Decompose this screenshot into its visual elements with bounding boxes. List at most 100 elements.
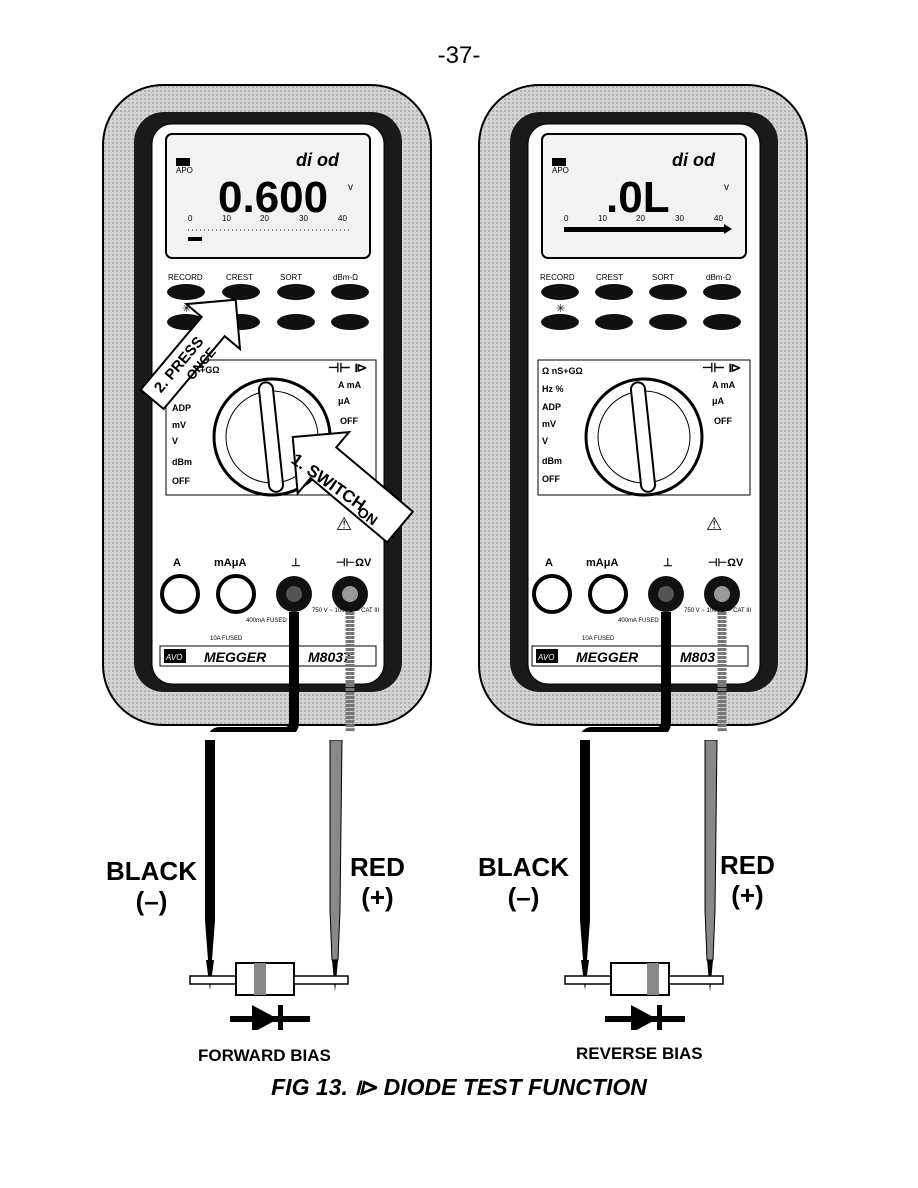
brand-megger: MEGGER <box>204 649 267 665</box>
mode-label: di od <box>296 150 340 170</box>
button-6[interactable] <box>277 314 315 330</box>
button-7[interactable] <box>331 314 369 330</box>
svg-text:⊥: ⊥ <box>663 557 673 569</box>
apo-indicator: APO <box>552 166 569 175</box>
svg-text:dBm: dBm <box>542 456 562 466</box>
red-probe <box>329 740 343 961</box>
svg-text:μA: μA <box>338 396 351 406</box>
svg-text:mV: mV <box>542 419 556 429</box>
multimeter-forward: APO di od 0.600 v 0 10 20 30 40 RECORD C… <box>102 84 432 732</box>
rotary-knob-pointer <box>257 381 285 493</box>
diode-component <box>189 962 349 996</box>
svg-text:SORT: SORT <box>652 273 674 282</box>
svg-text:10: 10 <box>222 214 231 223</box>
probe-assembly-reverse <box>564 740 724 1030</box>
sort-button[interactable] <box>277 284 315 300</box>
svg-text:A: A <box>173 557 181 569</box>
forward-bias-label: FORWARD BIAS <box>198 1046 331 1065</box>
lcd-unit: v <box>348 182 353 193</box>
crest-button[interactable] <box>222 284 260 300</box>
svg-text:RECORD: RECORD <box>540 273 575 282</box>
svg-text:AVO: AVO <box>165 653 182 662</box>
jack-a[interactable] <box>160 574 200 614</box>
svg-text:ADP: ADP <box>172 403 191 413</box>
avo-logo <box>536 649 558 663</box>
lcd-reading: 0.600 <box>218 173 328 222</box>
record-button[interactable] <box>167 284 205 300</box>
button-5[interactable] <box>595 314 633 330</box>
button-label-sort: SORT <box>280 273 302 282</box>
jack-ma-ua[interactable] <box>216 574 256 614</box>
button-7[interactable] <box>703 314 741 330</box>
svg-text:⊥: ⊥ <box>291 557 301 569</box>
black-lead-cable <box>581 612 671 732</box>
svg-text:750 V ~ 1000 V ═ CAT III: 750 V ~ 1000 V ═ CAT III <box>312 608 380 614</box>
svg-text:mAμA: mAμA <box>214 557 246 569</box>
svg-text:mV: mV <box>172 420 186 430</box>
avo-logo <box>164 649 186 663</box>
svg-text:0: 0 <box>188 214 193 223</box>
svg-text:20: 20 <box>636 214 645 223</box>
svg-text:0: 0 <box>564 214 569 223</box>
black-lead-label-forward: BLACK (–) <box>106 856 197 916</box>
svg-text:ADP: ADP <box>542 402 561 412</box>
sort-button[interactable] <box>649 284 687 300</box>
crest-button[interactable] <box>595 284 633 300</box>
bargraph-fill <box>188 237 202 241</box>
brand-megger: MEGGER <box>576 649 639 665</box>
black-lead-label-reverse: BLACK (–) <box>478 852 569 912</box>
svg-text:A mA: A mA <box>338 380 362 390</box>
button-label-dbm: dBm-Ω <box>333 273 358 282</box>
figure-caption: FIG 13. ⧐ DIODE TEST FUNCTION <box>271 1074 647 1100</box>
svg-text:+GΩ: +GΩ <box>200 365 219 375</box>
record-button[interactable] <box>541 284 579 300</box>
red-lead-label-forward: RED (+) <box>350 852 405 912</box>
backlight-icon: ✳ <box>556 303 565 315</box>
svg-text:10A FUSED: 10A FUSED <box>210 636 243 642</box>
diode-range-icon: ⊣⊢ ⧐ <box>328 360 367 375</box>
apo-indicator: APO <box>176 166 193 175</box>
dbm-button[interactable] <box>331 284 369 300</box>
svg-text:A mA: A mA <box>712 380 736 390</box>
svg-text:10A FUSED: 10A FUSED <box>582 636 615 642</box>
button-6[interactable] <box>649 314 687 330</box>
lcd-reading: .0L <box>606 173 670 222</box>
diode-range-icon: ⊣⊢ ⧐ <box>702 360 741 375</box>
red-lead-label-reverse: RED (+) <box>720 850 775 910</box>
warning-icon: ⚠ <box>336 514 352 534</box>
svg-text:40: 40 <box>338 214 347 223</box>
button-label-crest: CREST <box>226 273 253 282</box>
svg-text:CREST: CREST <box>596 273 623 282</box>
svg-text:⊣⊢ΩV: ⊣⊢ΩV <box>336 556 372 569</box>
dbm-button[interactable] <box>703 284 741 300</box>
black-probe <box>580 740 590 960</box>
backlight-button[interactable] <box>541 314 579 330</box>
svg-text:μA: μA <box>712 396 725 406</box>
diode-component <box>564 962 724 996</box>
svg-text:OFF: OFF <box>172 476 190 486</box>
svg-text:Hz %: Hz % <box>542 384 564 394</box>
rotary-knob-pointer <box>629 381 657 493</box>
svg-text:dBm: dBm <box>172 457 192 467</box>
svg-text:OFF: OFF <box>542 474 560 484</box>
jack-ma-ua[interactable] <box>588 574 628 614</box>
lcd-unit: v <box>724 182 729 193</box>
diode-symbol-forward <box>230 1005 310 1030</box>
svg-text:A: A <box>545 557 553 569</box>
lcd-display <box>165 133 371 259</box>
svg-text:20: 20 <box>260 214 269 223</box>
multimeter-reverse: APO di od .0L v 0 10 20 30 40 RECORD CRE… <box>478 84 808 732</box>
diode-symbol-reverse <box>605 1005 685 1030</box>
jack-a[interactable] <box>532 574 572 614</box>
model-number: M803 <box>680 649 715 665</box>
svg-text:10: 10 <box>598 214 607 223</box>
svg-text:OFF: OFF <box>340 416 358 426</box>
svg-text:dBm-Ω: dBm-Ω <box>706 273 731 282</box>
press-once-callout: 2. PRESS ONCE <box>139 298 242 411</box>
switch-on-callout <box>291 430 415 544</box>
bargraph-scale: 0 10 20 30 40 <box>188 214 347 223</box>
svg-text:mAμA: mAμA <box>586 557 618 569</box>
mode-label: di od <box>672 150 716 170</box>
black-lead-cable <box>209 612 299 732</box>
svg-text:30: 30 <box>675 214 684 223</box>
